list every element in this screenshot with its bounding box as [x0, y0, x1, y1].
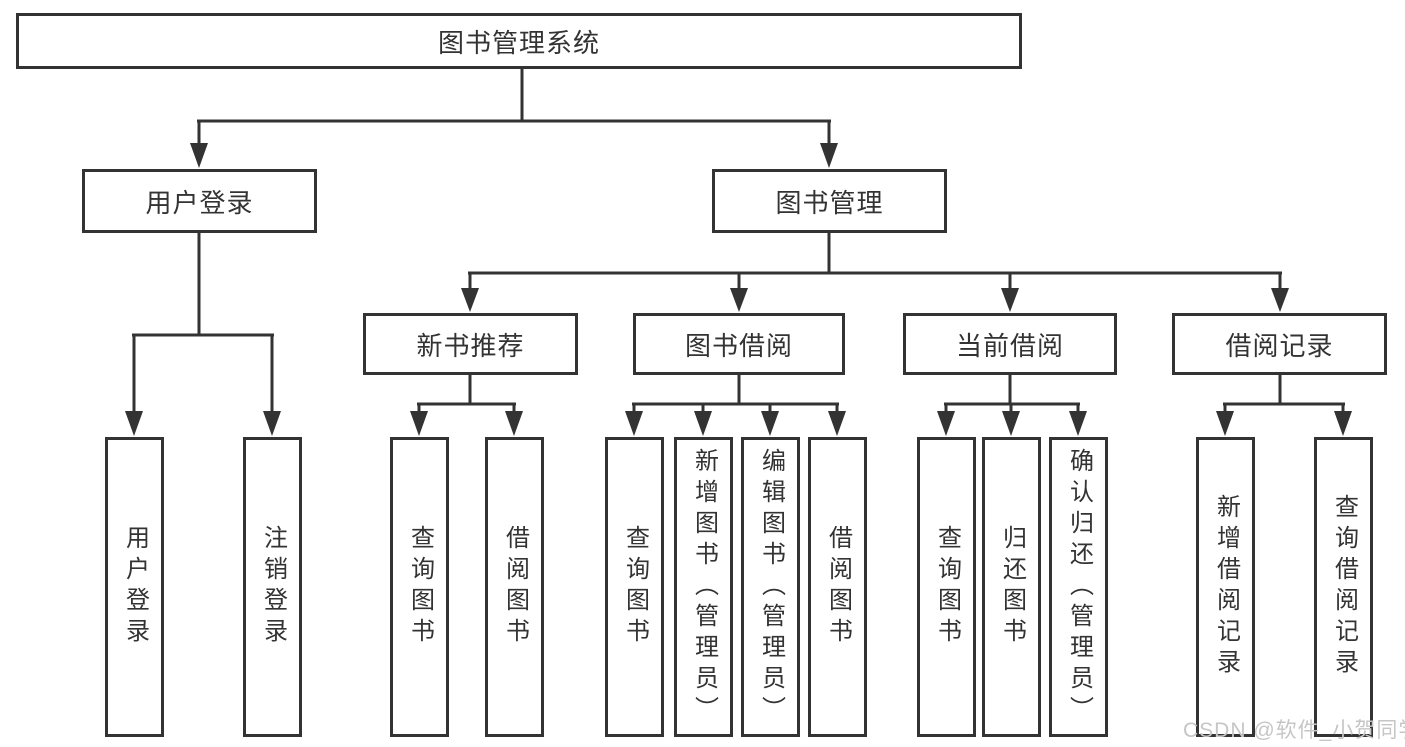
- leaf-borrow-books-2: 借阅图书: [808, 437, 867, 737]
- leaf-label: 借阅图书: [501, 525, 529, 649]
- leaf-label: 新增借阅记录: [1212, 494, 1240, 680]
- node-new-book-recommend: 新书推荐: [363, 313, 578, 375]
- leaf-label: 归还图书: [998, 525, 1026, 649]
- leaf-label: 查询图书: [406, 525, 434, 649]
- leaf-add-book-admin: 新增图书（管理员）: [674, 437, 733, 737]
- node-root-system: 图书管理系统: [16, 13, 1022, 69]
- leaf-return-book: 归还图书: [982, 437, 1041, 737]
- leaf-query-books-3: 查询图书: [917, 437, 976, 737]
- leaf-edit-book-admin: 编辑图书（管理员）: [741, 437, 800, 737]
- leaf-label: 借阅图书: [824, 525, 852, 649]
- arrowheads: [125, 143, 1352, 436]
- csdn-watermark: CSDN @软件_小贺同学: [1183, 719, 1405, 742]
- node-book-borrow: 图书借阅: [633, 313, 845, 375]
- node-user-login: 用户登录: [82, 169, 317, 233]
- leaf-confirm-return-admin: 确认归还（管理员）: [1049, 437, 1108, 737]
- leaf-borrow-books-1: 借阅图书: [485, 437, 544, 737]
- leaf-label: 确认归还（管理员）: [1065, 447, 1093, 727]
- leaf-add-borrow-record: 新增借阅记录: [1196, 437, 1255, 737]
- node-borrow-record: 借阅记录: [1172, 313, 1387, 375]
- leaf-label: 用户登录: [121, 525, 149, 649]
- leaf-label: 查询借阅记录: [1330, 494, 1358, 680]
- node-book-management: 图书管理: [712, 169, 947, 233]
- leaf-label: 编辑图书（管理员）: [757, 447, 785, 727]
- leaf-query-borrow-record: 查询借阅记录: [1314, 437, 1373, 737]
- leaf-label: 查询图书: [621, 525, 649, 649]
- node-current-borrow: 当前借阅: [903, 313, 1117, 375]
- leaf-label: 新增图书（管理员）: [690, 447, 718, 727]
- leaf-logout: 注销登录: [243, 437, 302, 737]
- leaf-query-books-1: 查询图书: [390, 437, 449, 737]
- leaf-user-login: 用户登录: [105, 437, 164, 737]
- leaf-label: 注销登录: [259, 525, 287, 649]
- leaf-query-books-2: 查询图书: [605, 437, 664, 737]
- leaf-label: 查询图书: [933, 525, 961, 649]
